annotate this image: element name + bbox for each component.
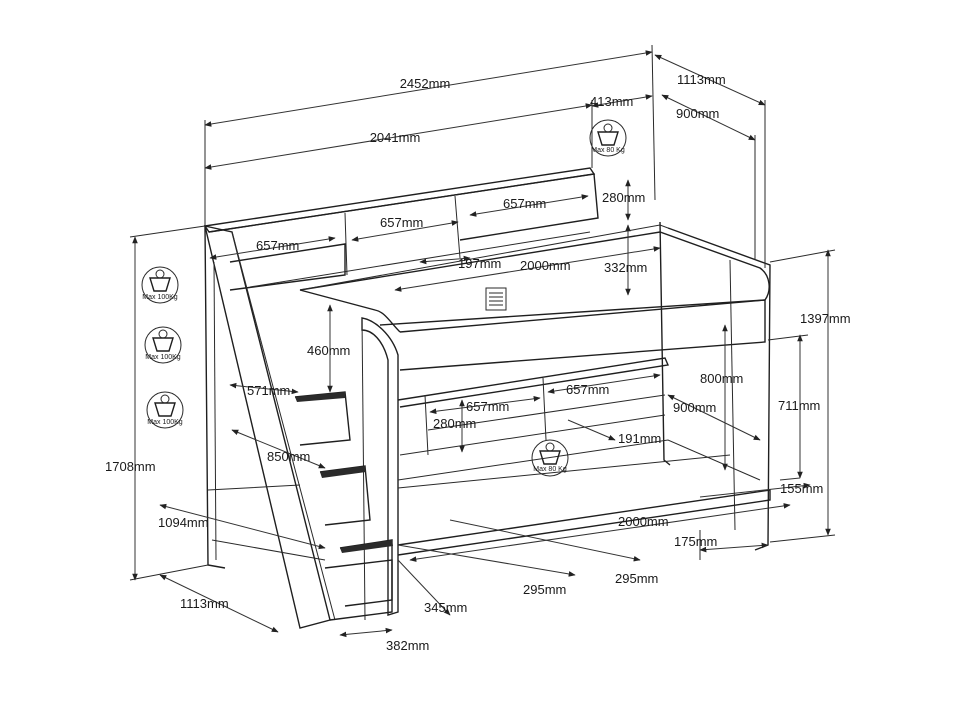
upper-right-post [659, 221, 671, 466]
dim-lower-compartment-2: 657mm [566, 382, 609, 397]
dim-bed-depth-top: 900mm [676, 106, 719, 121]
dim-drawer-offset-1: 295mm [523, 582, 566, 597]
upper-rail-long [379, 299, 766, 371]
dimension-labels: 2452mm 1113mm 413mm 900mm 2041mm 280mm 6… [105, 72, 851, 653]
dim-lower-side-gap: 191mm [618, 431, 661, 446]
top-shelf-back-front [208, 173, 599, 241]
dim-clearance-height: 800mm [700, 371, 743, 386]
bed-structure [203, 167, 771, 629]
weight-icon [146, 391, 184, 429]
stair-inner-edge [231, 231, 336, 621]
dim-lower-mattress-length: 2000mm [618, 514, 669, 529]
left-end-inner [213, 261, 217, 561]
weight-label-lower: Max 80 Kg [533, 466, 567, 473]
weight-icon [144, 326, 182, 364]
dim-stair-rail-height: 460mm [307, 343, 350, 358]
weight-label-step-3: Max 100Kg [147, 419, 183, 426]
warning-label-lines [489, 292, 503, 306]
dim-total-depth-top: 1113mm [677, 72, 726, 87]
dim-stair-width: 850mm [267, 449, 310, 464]
dim-top-mattress-length: 2000mm [520, 258, 571, 273]
upper-guard-front [299, 231, 770, 333]
stair-base [324, 559, 393, 621]
dim-lower-shelf-height: 280mm [433, 416, 476, 431]
weight-shape-icon [154, 402, 176, 417]
lower-shelf-divider-2 [542, 377, 547, 441]
weight-icon [589, 119, 627, 157]
stair-step-2-tread [320, 466, 366, 478]
dim-step-depth: 345mm [424, 600, 467, 615]
weight-icon [531, 439, 569, 477]
upper-guard-front-lower [299, 289, 401, 333]
dim-shelf-extension: 413mm [590, 94, 633, 109]
weight-shape-icon [539, 450, 561, 465]
front-stair-post [361, 317, 399, 616]
dim-total-length: 2452mm [400, 76, 451, 91]
dim-drawer-offset-2: 295mm [615, 571, 658, 586]
lower-side [397, 439, 761, 481]
lower-base-top [397, 454, 731, 489]
dim-top-compartment-3: 657mm [503, 196, 546, 211]
dim-depth-bottom: 1113mm [180, 596, 229, 611]
stair-step-1-tread [295, 392, 345, 402]
weight-labels: Max 80 Kg Max 100Kg Max 100Kg Max 100Kg … [142, 147, 625, 473]
dim-guard-height: 332mm [604, 260, 647, 275]
lower-shelf-mid [427, 394, 666, 431]
dim-stair-depth-upper: 571mm [247, 383, 290, 398]
dim-bed-length-top: 2041mm [370, 130, 421, 145]
weight-icon-top [589, 119, 627, 157]
dim-lower-height: 711mm [778, 398, 820, 413]
weight-label-step-2: Max 100Kg [145, 354, 181, 361]
dim-total-height-right: 1397mm [800, 311, 851, 326]
top-shelf-divider-1 [344, 212, 348, 276]
weight-shape-icon [597, 131, 619, 146]
dim-top-compartment-2: 657mm [380, 215, 423, 230]
dimension-lines [129, 44, 836, 638]
dim-shelf-height-top: 280mm [602, 190, 645, 205]
lower-shelf-divider-1 [424, 394, 429, 456]
weight-shape-icon [152, 337, 174, 352]
weight-icon-lower [531, 439, 569, 477]
top-shelf-divider-2 [454, 195, 461, 259]
dim-top-gap: 197mm [458, 256, 501, 271]
weight-icon [141, 266, 179, 304]
dim-lower-leg-offset: 175mm [674, 534, 717, 549]
weight-icon-step-2 [144, 326, 182, 364]
dim-lower-compartment-1: 657mm [466, 399, 509, 414]
upper-end-inner [729, 259, 736, 531]
dim-top-compartment-1: 657mm [256, 238, 299, 253]
dim-lower-bed-depth: 900mm [673, 400, 716, 415]
weight-icon-step-3 [146, 391, 184, 429]
weight-label-top: Max 80 Kg [591, 147, 625, 154]
warning-label [485, 287, 507, 311]
dim-total-height-left: 1708mm [105, 459, 156, 474]
dim-step-width: 382mm [386, 638, 429, 653]
weight-shape-icon [149, 277, 171, 292]
lower-shelf-bottom [399, 414, 666, 456]
dim-lower-base-height: 155mm [780, 481, 823, 496]
stair-step-3-tread [340, 540, 393, 553]
weight-icon-step-1 [141, 266, 179, 304]
weight-label-step-1: Max 100Kg [142, 294, 178, 301]
lower-shelf-top [397, 357, 669, 408]
dim-stair-base-length: 1094mm [158, 515, 209, 530]
